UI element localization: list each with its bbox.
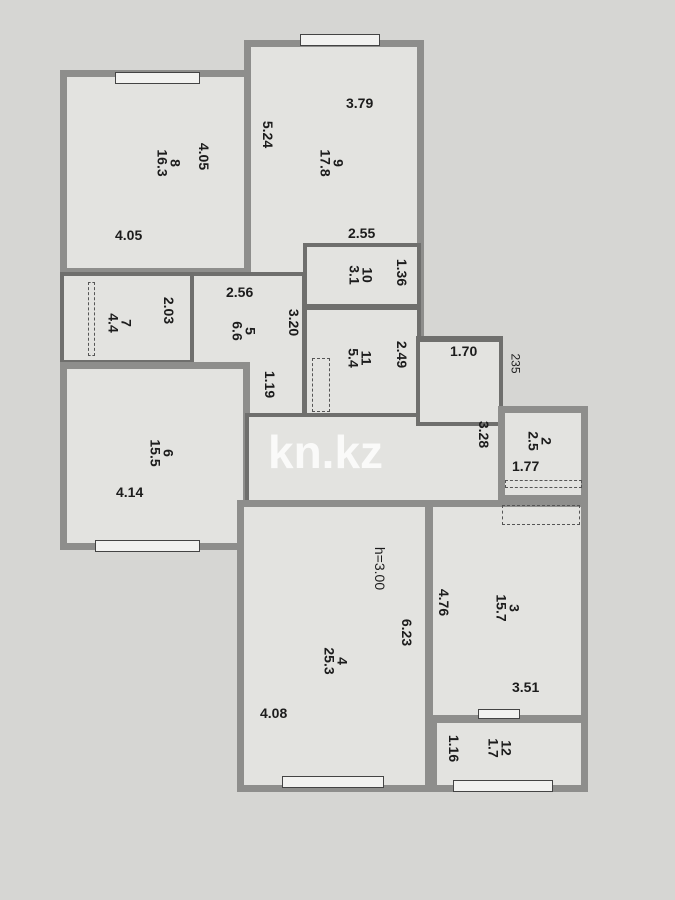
wardrobe-outline — [505, 480, 582, 488]
corridor-upper — [416, 336, 503, 426]
room-area: 15.7 — [493, 594, 510, 622]
ceiling-height: h=3.00 — [372, 546, 389, 591]
window — [478, 709, 520, 719]
room-area: 15.5 — [147, 439, 164, 467]
room-area: 6.6 — [229, 321, 246, 341]
room-area: 4.4 — [105, 313, 122, 333]
room-2 — [498, 406, 588, 502]
dimension: 235 — [508, 353, 523, 374]
dimension: 4.05 — [196, 142, 213, 171]
room-3 — [426, 500, 588, 722]
window — [453, 780, 553, 792]
room-area: 25.3 — [321, 647, 338, 675]
dimension: 4.14 — [116, 484, 144, 500]
dimension: 4.05 — [115, 227, 143, 243]
dimension: 4.08 — [260, 705, 288, 721]
dimension: 3.51 — [512, 679, 540, 695]
dimension: 2.49 — [394, 340, 411, 369]
room-12 — [430, 716, 588, 792]
room-area: 16.3 — [154, 149, 171, 177]
corridor — [245, 413, 503, 505]
wardrobe-outline — [502, 505, 580, 525]
dimension: 5.24 — [260, 120, 277, 149]
dimension: 2.56 — [226, 284, 254, 300]
bathtub-outline — [312, 358, 330, 412]
window — [115, 72, 200, 84]
window — [300, 34, 380, 46]
window — [95, 540, 200, 552]
room-area: 3.1 — [346, 265, 363, 285]
window — [282, 776, 384, 788]
room-area: 1.7 — [485, 738, 502, 758]
dimension: 4.76 — [436, 588, 453, 617]
room-area: 2.5 — [525, 431, 542, 451]
dimension: 2.55 — [348, 225, 376, 241]
watermark: kn.kz — [268, 426, 384, 478]
dimension: 1.19 — [262, 370, 279, 399]
dimension: 3.79 — [346, 95, 374, 111]
dimension: 1.16 — [446, 734, 463, 763]
dimension: 1.70 — [450, 343, 478, 359]
room-area: 5.4 — [345, 348, 362, 368]
dimension: 2.03 — [161, 296, 178, 325]
dimension: 1.36 — [394, 258, 411, 287]
wardrobe-outline — [88, 282, 95, 356]
dimension: 3.28 — [476, 420, 493, 449]
dimension: 3.20 — [286, 308, 303, 337]
room-area: 17.8 — [317, 149, 334, 177]
dimension: 6.23 — [399, 618, 416, 647]
dimension: 1.77 — [512, 458, 540, 474]
